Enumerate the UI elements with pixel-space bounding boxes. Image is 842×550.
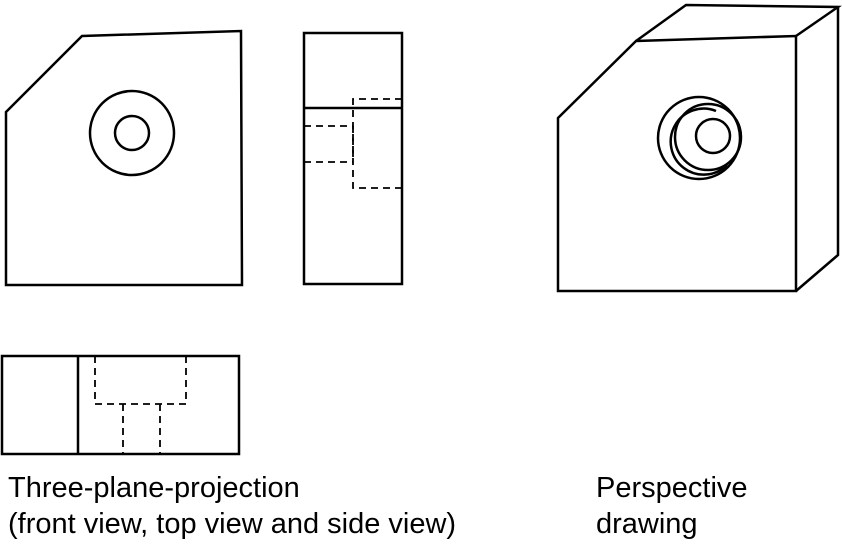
side-view-hidden-through-hole: [304, 125, 354, 163]
top-view-outline: [0, 354, 241, 456]
perspective-top-face: [635, 3, 842, 43]
perspective-caption: Perspective drawing: [596, 470, 748, 542]
perspective-counterbore: [673, 102, 743, 172]
front-view-inner-hole: [113, 114, 151, 152]
front-view: [4, 29, 244, 287]
projection-caption: Three-plane-projection (front view, top …: [8, 470, 456, 542]
perspective-view: [556, 3, 842, 293]
front-view-outer-hole: [88, 89, 176, 177]
side-view-outline: [302, 31, 404, 286]
side-view: [302, 31, 404, 286]
side-view-hidden-counterbore: [352, 98, 402, 189]
perspective-caption-line2: drawing: [596, 508, 698, 540]
perspective-hole-depth-arc: [669, 107, 728, 176]
perspective-caption-line1: Perspective: [596, 472, 748, 504]
top-view-hidden-through-hole: [122, 404, 161, 454]
top-view: [0, 354, 241, 456]
top-view-hidden-counterbore: [94, 356, 187, 405]
perspective-side-face: [795, 7, 840, 292]
perspective-front-face: [556, 34, 798, 293]
front-view-outline: [4, 29, 244, 287]
projection-caption-line2: (front view, top view and side view): [8, 508, 457, 540]
perspective-inner-hole: [694, 117, 732, 155]
projection-caption-line1: Three-plane-projection: [8, 472, 300, 504]
